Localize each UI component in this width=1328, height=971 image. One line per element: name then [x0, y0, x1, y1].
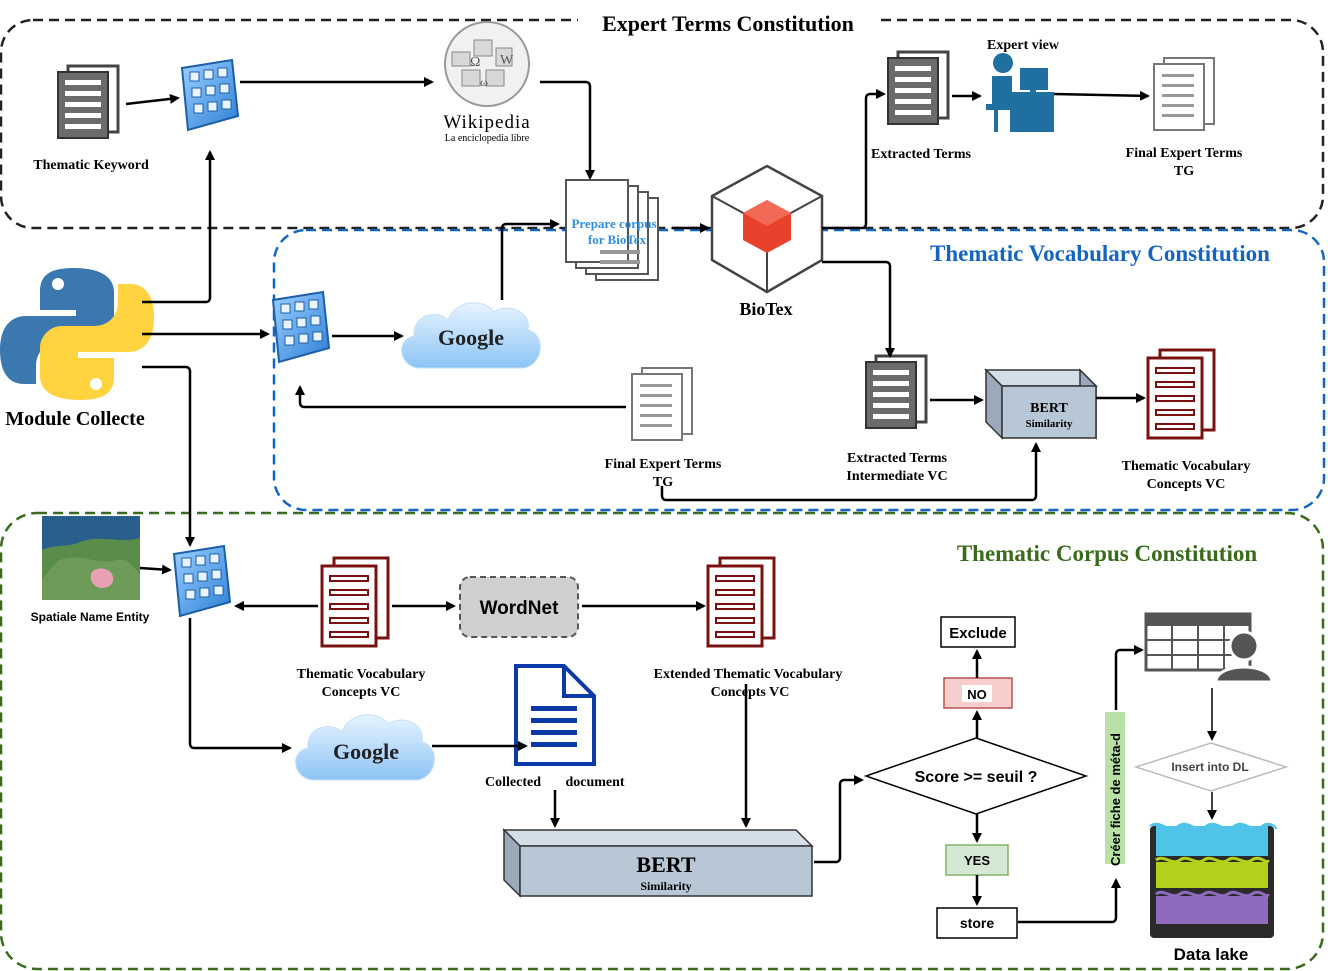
- final-expert-terms-doc-icon-2: [631, 367, 693, 441]
- thematic-vocab-label-1: Thematic Vocabulary: [1122, 459, 1251, 474]
- google-label-middle: Google: [438, 325, 504, 350]
- spatial-map-image: [42, 516, 140, 600]
- store-box: [936, 907, 1018, 939]
- extended-vocab-label-1: Extended Thematic Vocabulary: [654, 667, 843, 682]
- biotex-label: BioTex: [739, 299, 792, 319]
- corpus-section-border: [0, 511, 1325, 971]
- creer-fiche-box: [1105, 712, 1125, 864]
- wikipedia-globe-icon: Ω W ω: [444, 21, 530, 107]
- thematic-vocab-label-2b: Concepts VC: [322, 685, 401, 700]
- collected-document-icon: [514, 664, 596, 766]
- exclude-box: [940, 616, 1016, 648]
- collected-label: Collected: [485, 775, 541, 790]
- svg-text:W: W: [500, 53, 514, 68]
- wordnet-box: [459, 576, 579, 638]
- insert-dl-label: Insert into DL: [1171, 760, 1248, 774]
- final-expert-terms-doc-icon: [1153, 57, 1215, 131]
- extracted-terms-doc-icon: [886, 50, 950, 126]
- similarity-label-large: Similarity: [640, 879, 691, 893]
- module-collecte-label: Module Collecte: [5, 408, 145, 430]
- vocab-section-border: [272, 228, 1326, 512]
- extracted-terms-label: Extracted Terms: [871, 147, 971, 162]
- collect-grid-icon-bottom: [173, 545, 231, 617]
- extracted-intermediate-doc-icon: [864, 354, 928, 430]
- prepare-corpus-label-1: Prepare corpus: [571, 216, 656, 231]
- creer-fiche-label: Créer fiche de méta-d: [1108, 733, 1123, 866]
- data-lake-icon: [1149, 822, 1278, 938]
- prepare-corpus-docs-icon: [565, 179, 659, 281]
- data-lake-label: Data lake: [1174, 945, 1249, 964]
- bert-box-small: [984, 368, 1098, 440]
- thematic-vocab-doc-icon-top: [1146, 348, 1216, 440]
- extended-vocab-label-2: Concepts VC: [711, 685, 790, 700]
- thematic-keyword-label: Thematic Keyword: [33, 158, 149, 173]
- thematic-keyword-doc-icon: [56, 64, 120, 140]
- final-expert-terms-label-2: TG: [1174, 164, 1194, 179]
- collect-grid-icon-top: [181, 59, 239, 131]
- corpus-section-title: Thematic Corpus Constitution: [957, 541, 1258, 566]
- document-label: document: [565, 775, 624, 790]
- google-cloud-bottom: [295, 714, 435, 781]
- bert-label-small: BERT: [1030, 401, 1068, 416]
- svg-text:ω: ω: [480, 75, 488, 89]
- wordnet-label: WordNet: [480, 598, 559, 619]
- google-cloud-middle: [401, 302, 541, 369]
- insert-dl-diamond: [1133, 742, 1289, 792]
- final-expert-terms-label-1: Final Expert Terms: [1126, 146, 1243, 161]
- python-logo-icon: [0, 268, 154, 400]
- wikipedia-name: Wikipedia: [443, 112, 530, 133]
- expert-view-label: Expert view: [987, 38, 1060, 53]
- extracted-intermediate-label-2: Intermediate VC: [846, 469, 947, 484]
- score-label: Score >= seuil ?: [915, 769, 1038, 786]
- thematic-vocab-doc-icon-bottom: [320, 556, 390, 648]
- yes-label: YES: [964, 853, 990, 868]
- bert-box-large: [502, 828, 814, 898]
- prepare-corpus-label-2: for BioTex: [588, 232, 647, 247]
- connectors: [125, 77, 1217, 924]
- expert-section-title: Expert Terms Constitution: [602, 11, 854, 36]
- extracted-intermediate-label-1: Extracted Terms: [847, 451, 947, 466]
- final-expert-terms-label-2b: TG: [653, 475, 673, 490]
- store-label: store: [960, 915, 994, 931]
- vocab-section-title: Thematic Vocabulary Constitution: [930, 241, 1270, 266]
- svg-text:Ω: Ω: [470, 55, 480, 70]
- spatial-entity-label: Spatiale Name Entity: [31, 610, 150, 624]
- no-label: NO: [967, 687, 987, 702]
- bert-label-large: BERT: [636, 852, 695, 877]
- exclude-label: Exclude: [949, 625, 1007, 642]
- thematic-vocab-label-1b: Thematic Vocabulary: [297, 667, 426, 682]
- final-expert-terms-label-1b: Final Expert Terms: [605, 457, 722, 472]
- biotex-cube-icon: [710, 164, 824, 294]
- expert-view-icon: [986, 53, 1054, 132]
- similarity-label-small: Similarity: [1025, 418, 1073, 430]
- thematic-vocab-label-2: Concepts VC: [1147, 477, 1226, 492]
- table-user-icon: [1144, 612, 1274, 684]
- collect-grid-icon-middle: [272, 291, 330, 363]
- google-label-bottom: Google: [333, 739, 399, 764]
- wikipedia-subtitle: La enciclopedia libre: [445, 133, 530, 144]
- extended-vocab-doc-icon: [706, 556, 776, 648]
